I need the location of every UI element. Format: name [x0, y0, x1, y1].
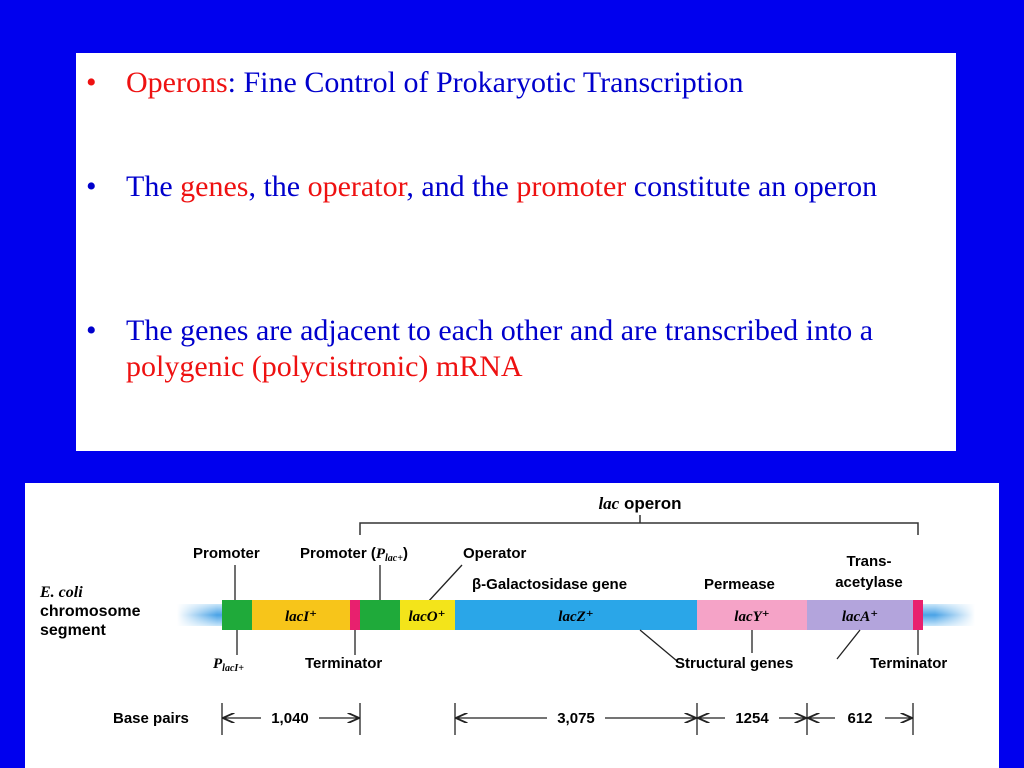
bullet-text-part: operator	[307, 170, 407, 203]
label-structural-genes: Structural genes	[675, 655, 793, 672]
bullet-text-part: , and the	[406, 170, 517, 203]
segment-terminator-left	[350, 600, 360, 630]
label-transacetylase-1: Trans-	[846, 553, 891, 570]
label-beta-gal: β-Galactosidase gene	[472, 576, 627, 593]
segment-promoter-plac	[360, 600, 400, 630]
label-terminator-left: Terminator	[305, 655, 382, 672]
segment-terminator-right	[913, 600, 923, 630]
segment-promoter-laci	[222, 600, 252, 630]
bullet-text-part: Operons	[126, 66, 228, 99]
bullet-text-part: : Fine Control of Prokaryotic Transcript…	[227, 66, 744, 99]
pointer-structural-laca	[836, 629, 861, 660]
label-operator: Operator	[463, 545, 527, 562]
segment-lacz	[455, 600, 697, 630]
bullet-dot: •	[86, 314, 97, 347]
operon-label: lac operon	[598, 494, 681, 513]
label-transacetylase-2: acetylase	[835, 574, 903, 591]
segment-label-lacz: lacZ⁺	[558, 609, 593, 625]
bullet-text-part: The	[126, 170, 181, 203]
label-segment: segment	[40, 622, 106, 639]
label-base-pairs: Base pairs	[113, 710, 189, 727]
bullet-text: The genes are adjacent to each other and…	[126, 313, 956, 385]
bullet-text-part: , the	[248, 170, 308, 203]
chromosome-fade-right	[935, 602, 975, 628]
bullet-text-part: promoter	[516, 170, 627, 203]
operon-svg: lac operon Promoter Promoter (Plac+) Ope…	[39, 494, 975, 735]
pointer-structural-lacz	[639, 629, 678, 662]
bp-value-lacy: 1254	[735, 710, 769, 727]
bp-value-lacz: 3,075	[557, 710, 595, 727]
label-placi: PlacI+	[213, 656, 244, 674]
segment-lacy	[697, 600, 807, 630]
bullet-text: The genes, the operator, and the promote…	[126, 169, 956, 205]
chromosome-fade-left	[177, 602, 217, 628]
bullet-dot: •	[86, 66, 97, 99]
label-permease: Permease	[704, 576, 775, 593]
bullet-text-part: genes	[180, 170, 249, 203]
bullet-dot: •	[86, 170, 97, 203]
segment-label-laci: lacI⁺	[285, 609, 317, 625]
lac-operon-diagram: lac operon Promoter Promoter (Plac+) Ope…	[25, 483, 999, 768]
label-chromosome: chromosome	[40, 603, 141, 620]
slide-text-panel: • Operons: Fine Control of Prokaryotic T…	[76, 53, 956, 451]
segment-laco	[400, 600, 455, 630]
segment-label-laca: lacA⁺	[842, 609, 878, 625]
label-terminator-right: Terminator	[870, 655, 947, 672]
bp-value-laca: 612	[847, 710, 872, 727]
bp-value-laci: 1,040	[271, 710, 309, 727]
segment-label-laco: lacO⁺	[408, 609, 445, 625]
operon-bracket	[359, 522, 919, 535]
label-promoter-plac: Promoter (Plac+)	[300, 545, 408, 564]
bullet-text-part: polygenic (polycistronic) mRNA	[126, 350, 523, 383]
segment-label-lacy: lacY⁺	[734, 609, 769, 625]
bullet-text: Operons: Fine Control of Prokaryotic Tra…	[126, 65, 956, 101]
bullet-text-part: The genes are adjacent to each other and…	[126, 314, 874, 347]
segment-laci	[252, 600, 350, 630]
bullet-text-part: constitute an operon	[626, 170, 878, 203]
label-promoter: Promoter	[193, 545, 260, 562]
pointer-operator	[426, 564, 463, 604]
segment-laca	[807, 600, 913, 630]
label-ecoli: E. coli	[39, 584, 83, 601]
